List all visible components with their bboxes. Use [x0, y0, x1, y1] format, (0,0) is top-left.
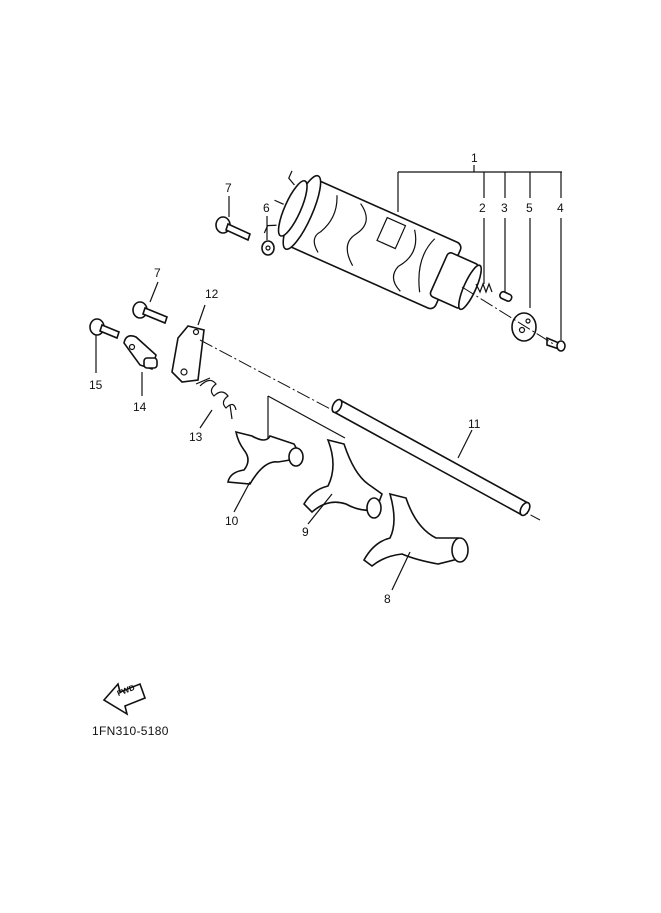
stopper-lever-12 [171, 325, 205, 383]
spring-2 [475, 282, 493, 294]
callout-1: 1 [471, 151, 478, 165]
forks-bracket [267, 395, 346, 440]
torsion-spring-13 [195, 377, 237, 420]
callout-10: 10 [225, 514, 239, 528]
callout-7-upper: 7 [225, 181, 232, 195]
callout-3: 3 [501, 201, 508, 215]
callout-11: 11 [468, 417, 481, 431]
screw-4 [546, 336, 566, 352]
callout-4: 4 [557, 201, 564, 215]
callout-1-bracket [397, 165, 562, 340]
callout-13: 13 [189, 430, 203, 444]
plate-5 [511, 312, 537, 342]
shift-fork-9 [303, 438, 383, 519]
fwd-arrow-icon [102, 682, 147, 716]
segment-14 [123, 335, 158, 371]
shift-fork-10 [227, 430, 304, 485]
pin-3 [499, 290, 513, 302]
callout-12: 12 [205, 287, 219, 301]
bolt-7-upper [215, 216, 251, 242]
shift-drum [263, 170, 483, 311]
callout-9: 9 [302, 525, 309, 539]
callout-6: 6 [263, 201, 270, 215]
callout-8: 8 [384, 592, 391, 606]
callout-5: 5 [526, 201, 533, 215]
callout-14: 14 [133, 400, 147, 414]
bolt-15 [89, 318, 120, 340]
callout-15: 15 [89, 378, 103, 392]
shift-fork-8 [362, 492, 469, 568]
nut-6 [261, 240, 275, 256]
axis-line-drum [461, 286, 556, 346]
guide-bar-11 [331, 398, 531, 517]
part-code: 1FN310-5180 [92, 724, 169, 738]
callout-2: 2 [479, 201, 486, 215]
bolt-7-lower [132, 301, 168, 325]
callout-7-lower: 7 [154, 266, 161, 280]
